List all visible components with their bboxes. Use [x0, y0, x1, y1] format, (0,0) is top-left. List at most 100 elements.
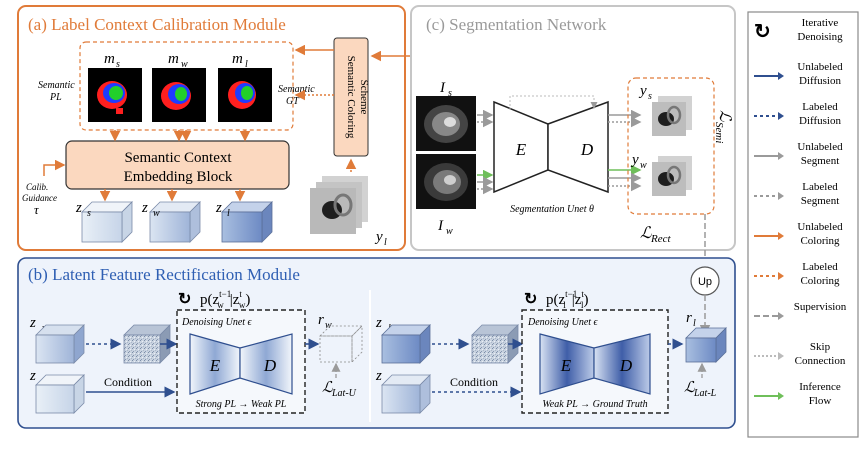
- calib-label-2: Guidance: [22, 193, 57, 203]
- calib-label-1: Calib.: [26, 182, 48, 192]
- condition-label-left: Condition: [104, 375, 152, 389]
- legend-arrowhead: [778, 232, 784, 240]
- legend-label: Labeled: [802, 101, 838, 113]
- svg-text:l: l: [693, 318, 696, 329]
- upsample-label: Up: [698, 276, 712, 288]
- prediction-group: [627, 77, 715, 215]
- svg-text:z: z: [75, 200, 82, 216]
- legend-arrowhead: [778, 152, 784, 160]
- svg-text:w: w: [446, 226, 453, 237]
- ground-truth-stack: [310, 176, 368, 234]
- panel-b: (b) Latent Feature Rectification Module …: [17, 257, 736, 429]
- semantic-pl-label-2: PL: [49, 92, 62, 103]
- segmentation-decoder: [547, 100, 609, 194]
- denoise-decoder-left: D: [263, 356, 277, 375]
- denoise-encoder-right: E: [560, 356, 572, 375]
- loss-semi-sub: Semi: [713, 122, 725, 143]
- svg-text:w: w: [153, 208, 160, 219]
- legend-arrowhead: [778, 312, 784, 320]
- svg-text:s: s: [87, 208, 91, 219]
- panel-c: (c) Segmentation Network I s I w E D: [410, 5, 736, 262]
- svg-text:z: z: [375, 368, 382, 384]
- svg-text:z: z: [375, 315, 382, 331]
- panel-b-title: (b) Latent Feature Rectification Module: [28, 265, 300, 284]
- svg-text:I: I: [437, 218, 444, 234]
- svg-text:m: m: [232, 51, 243, 67]
- semantic-gt-label-2: GT: [286, 96, 300, 107]
- svg-text:r: r: [318, 312, 324, 328]
- legend-label: Supervision: [794, 301, 847, 313]
- mask-s: m s: [88, 51, 142, 122]
- latent-cube-zs: [81, 201, 133, 243]
- input-image-is: [416, 96, 476, 151]
- svg-text:w: w: [181, 59, 188, 70]
- legend-label: Connection: [795, 355, 846, 367]
- denoising-label-right: Denoising Unet ϵ: [527, 317, 599, 328]
- svg-text:I: I: [439, 80, 446, 96]
- rectified-latent-left: [319, 325, 363, 363]
- svg-text:ℒ: ℒ: [684, 380, 696, 396]
- legend-label: Unlabeled: [797, 221, 843, 233]
- seg-decoder-label: D: [580, 140, 594, 159]
- svg-text:Lat-U: Lat-U: [331, 388, 357, 399]
- legend: ↻IterativeDenoisingUnlabeledDiffusionLab…: [747, 11, 859, 438]
- latent-cube-right-input: [381, 324, 431, 364]
- semantic-gt-label-1: Semantic: [278, 84, 315, 95]
- panel-c-title: (c) Segmentation Network: [426, 15, 607, 34]
- svg-text:ℒ: ℒ: [322, 380, 334, 396]
- denoise-decoder-right: D: [619, 356, 633, 375]
- input-image-iw: [416, 154, 476, 209]
- legend-label: Unlabeled: [797, 61, 843, 73]
- svg-text:y: y: [630, 152, 639, 168]
- svg-text:w: w: [640, 160, 647, 171]
- legend-label: Segment: [801, 195, 840, 207]
- rectification-left: z w z s Condition: [29, 289, 363, 414]
- noisy-latent-left: [123, 324, 171, 364]
- legend-arrowhead: [778, 192, 784, 200]
- loss-semi: ℒ: [716, 110, 733, 122]
- svg-text:z: z: [215, 200, 222, 216]
- segmentation-unet-label: Segmentation Unet θ: [510, 204, 594, 215]
- legend-arrowhead: [778, 112, 784, 120]
- iterative-denoising-icon-right: ↻: [524, 291, 537, 308]
- legend-label: Diffusion: [799, 115, 841, 127]
- embedding-block-label-2: Embedding Block: [124, 169, 233, 185]
- latent-cube-left-input: [35, 324, 85, 364]
- coloring-scheme-label-2: Scheme: [358, 80, 370, 115]
- svg-text:z: z: [29, 315, 36, 331]
- condition-label-right: Condition: [450, 375, 498, 389]
- latent-cube-zw: [149, 201, 201, 243]
- rectification-right: z l z w Condition ↻: [375, 289, 727, 414]
- legend-label: Iterative: [802, 17, 839, 29]
- legend-label: Diffusion: [799, 75, 841, 87]
- panel-a-title: (a) Label Context Calibration Module: [28, 15, 286, 34]
- legend-label: Inference: [799, 381, 841, 393]
- legend-label: Coloring: [800, 235, 840, 247]
- legend-label: Segment: [801, 155, 840, 167]
- svg-text:s: s: [648, 91, 652, 102]
- legend-label: Coloring: [800, 275, 840, 287]
- legend-label: Labeled: [802, 261, 838, 273]
- svg-text:m: m: [104, 51, 115, 67]
- latent-cube-right-condition: [381, 374, 431, 414]
- legend-label: Unlabeled: [797, 141, 843, 153]
- loss-rect: ℒ: [640, 225, 652, 242]
- denoise-direction-right: Weak PL → Ground Truth: [542, 399, 647, 410]
- svg-text:m: m: [168, 51, 179, 67]
- svg-text:l: l: [245, 59, 248, 70]
- svg-text:l: l: [227, 208, 230, 219]
- svg-text:s: s: [448, 88, 452, 99]
- svg-text:w: w: [325, 320, 332, 331]
- legend-arrowhead: [778, 392, 784, 400]
- prediction-ys: [652, 96, 692, 136]
- svg-text:Lat-L: Lat-L: [693, 388, 717, 399]
